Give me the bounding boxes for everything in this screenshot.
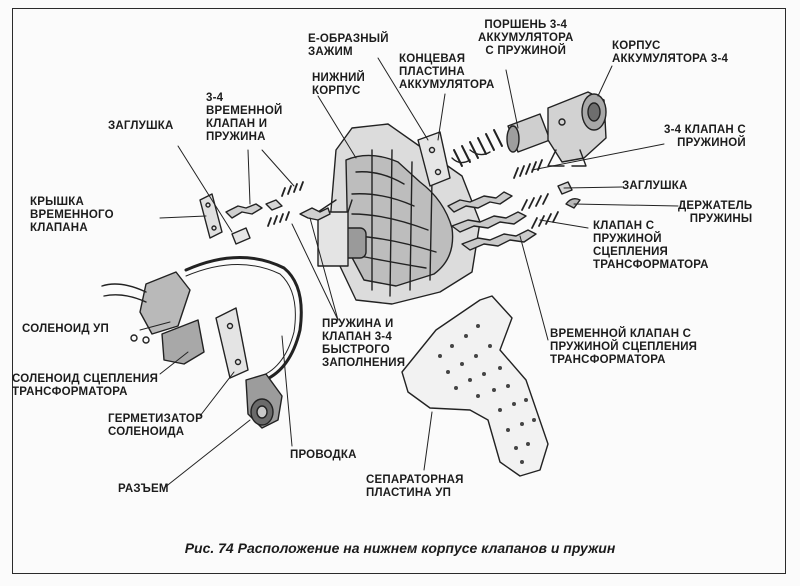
tcc-timing-valve-label: ВРЕМЕННОЙ КЛАПАН С ПРУЖИНОЙ СЦЕПЛЕНИЯ ТР…	[550, 328, 698, 366]
accumulator-housing	[547, 91, 607, 167]
accumulator-end-plate	[417, 131, 451, 187]
connector-label: РАЗЪЕМ	[118, 483, 169, 495]
figure-caption: Рис. 74 Расположение на нижнем корпусе к…	[184, 540, 616, 556]
wiring-label: ПРОВОДКА	[290, 449, 357, 461]
tcc-valve-trains	[451, 181, 581, 251]
leader-lines	[139, 57, 679, 489]
fast-fill-spring-valve-label: ПРУЖИНА И КЛАПАН 3-4 БЫСТРОГО ЗАПОЛНЕНИЯ	[322, 318, 406, 369]
plug-right-label: ЗАГЛУШКА	[622, 180, 688, 192]
diagram-frame	[12, 8, 786, 574]
tcc-solenoid-label: СОЛЕНОИД СЦЕПЛЕНИЯ ТРАНСФОРМАТОРА	[12, 373, 159, 398]
solenoid-pc-label: СОЛЕНОИД УП	[22, 323, 109, 335]
plug-left-label: ЗАГЛУШКА	[108, 120, 174, 132]
lower-valve-body	[317, 123, 481, 305]
timing-valve-spring-label: 3-4 ВРЕМЕННОЙ КЛАПАН И ПРУЖИНА	[206, 92, 283, 143]
accumulator-piston-spring	[451, 113, 551, 167]
valve-3-4-with-spring	[447, 159, 543, 213]
wiring-harness	[184, 256, 303, 384]
separator-plate	[401, 295, 549, 477]
spring-retainer-label: ДЕРЖАТЕЛЬ ПРУЖИНЫ	[678, 200, 753, 225]
solenoid-seal-label: ГЕРМЕТИЗАТОР СОЛЕНОИДА	[108, 413, 203, 438]
lower-body-label: НИЖНИЙ КОРПУС	[312, 72, 366, 97]
e-clip-label: Е-ОБРАЗНЫЙ ЗАЖИМ	[308, 33, 389, 58]
solenoid-bracket	[215, 307, 249, 379]
accumulator-housing-label: КОРПУС АККУМУЛЯТОРА 3-4	[612, 40, 729, 65]
timing-cover-label: КРЫШКА ВРЕМЕННОГО КЛАПАНА	[30, 196, 114, 234]
accumulator-piston-label: ПОРШЕНЬ 3-4 АККУМУЛЯТОРА С ПРУЖИНОЙ	[478, 19, 574, 57]
tcc-valve-spring-label: КЛАПАН С ПРУЖИНОЙ СЦЕПЛЕНИЯ ТРАНСФОРМАТО…	[593, 220, 709, 271]
connector	[245, 373, 283, 429]
accumulator-end-plate-label: КОНЦЕВАЯ ПЛАСТИНА АККУМУЛЯТОРА	[399, 53, 495, 91]
valve-3-4-spring-label: 3-4 КЛАПАН С ПРУЖИНОЙ	[664, 124, 746, 149]
separator-plate-label: СЕПАРАТОРНАЯ ПЛАСТИНА УП	[366, 474, 464, 499]
solenoids	[101, 271, 205, 365]
